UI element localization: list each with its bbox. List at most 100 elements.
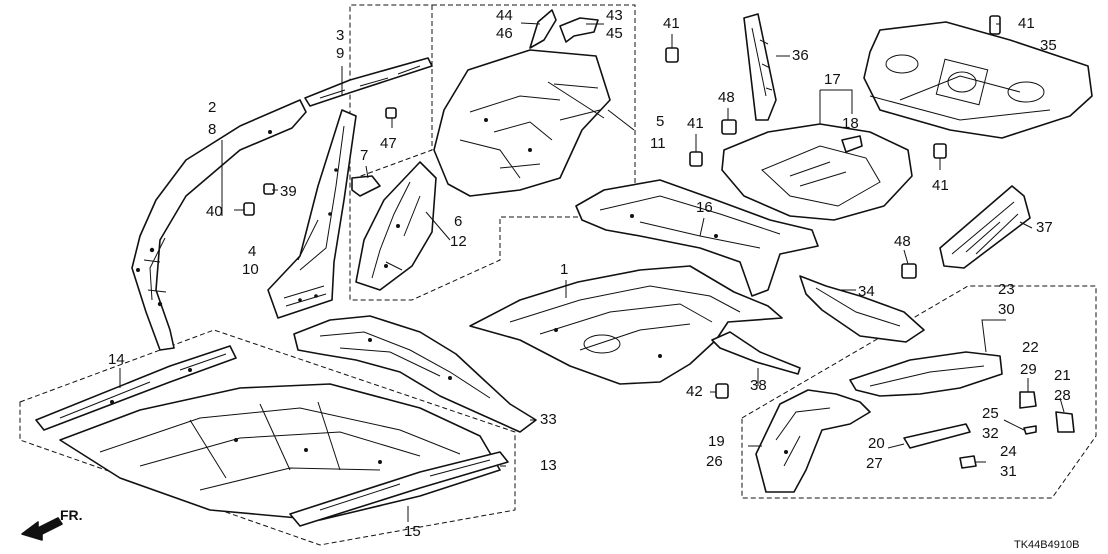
callout-31: 31 (1000, 463, 1017, 480)
callout-14: 14 (108, 351, 125, 368)
callout-41-mid: 41 (687, 115, 704, 132)
rear-shelf-part[interactable] (863, 21, 1093, 139)
leader-lines (119, 22, 1065, 522)
upper-bracket-44-part[interactable] (529, 9, 557, 49)
callout-39: 39 (280, 183, 297, 200)
tire-well-bracket-part[interactable] (841, 135, 863, 153)
callout-42: 42 (686, 383, 703, 400)
bracket-24-part[interactable] (959, 455, 977, 469)
bolt-40-fastener[interactable] (243, 202, 255, 216)
callout-48-lower: 48 (894, 233, 911, 250)
callout-7: 7 (360, 147, 368, 164)
floor-gusset-part[interactable] (711, 331, 801, 375)
callout-17: 17 (824, 71, 841, 88)
bolt-41-right-fastener[interactable] (933, 143, 947, 159)
callout-22: 22 (1022, 339, 1039, 356)
callout-19: 19 (708, 433, 725, 450)
callout-34: 34 (858, 283, 875, 300)
rear-panel-group-box-inner (349, 5, 433, 181)
diagram-code: TK44B4910B (1014, 539, 1079, 551)
callout-12: 12 (450, 233, 467, 250)
rear-floor-side-part[interactable] (799, 275, 925, 343)
rear-frame-extension-lower-part[interactable] (939, 185, 1031, 269)
callout-18: 18 (842, 115, 859, 132)
side-sill-rail-part[interactable] (35, 345, 237, 431)
callout-16: 16 (696, 199, 713, 216)
pillar-bracket-part[interactable] (351, 175, 381, 197)
callout-5: 5 (656, 113, 664, 130)
callout-37: 37 (1036, 219, 1053, 236)
upper-bracket-43-part[interactable] (559, 17, 599, 43)
bracket-29-part[interactable] (1019, 391, 1037, 409)
callout-35: 35 (1040, 37, 1057, 54)
bolt-39-fastener[interactable] (263, 183, 275, 195)
callout-29: 29 (1020, 361, 1037, 378)
front-direction-arrow: FR. (21, 507, 83, 541)
callout-24: 24 (1000, 443, 1017, 460)
callout-32: 32 (982, 425, 999, 442)
bolt-41-top-fastener[interactable] (665, 47, 679, 63)
roof-side-rail-part[interactable] (304, 57, 433, 107)
callout-2: 2 (208, 99, 216, 116)
wheelhouse-stiffener-part[interactable] (355, 161, 437, 291)
callout-26: 26 (706, 453, 723, 470)
rear-inner-panel-part[interactable] (433, 49, 611, 197)
callout-45: 45 (606, 25, 623, 42)
callout-8: 8 (208, 121, 216, 138)
bolt-41-mid-fastener[interactable] (689, 151, 703, 167)
rear-wheelhouse-inner-part[interactable] (755, 389, 871, 493)
rear-frame-group-box (741, 285, 1097, 499)
callout-9: 9 (336, 45, 344, 62)
callout-41-right-top: 41 (1018, 15, 1035, 32)
center-pillar-part[interactable] (267, 109, 357, 319)
callout-41-top: 41 (663, 15, 680, 32)
callout-3: 3 (336, 27, 344, 44)
rear-floor-pan-part[interactable] (469, 265, 783, 385)
callout-27: 27 (866, 455, 883, 472)
bolt-48-upper-fastener[interactable] (721, 119, 737, 135)
callout-13: 13 (540, 457, 557, 474)
rear-frame-extension-upper-part[interactable] (743, 13, 777, 121)
callout-40: 40 (206, 203, 223, 220)
callout-23: 23 (998, 281, 1015, 298)
callout-21: 21 (1054, 367, 1071, 384)
callout-15: 15 (404, 523, 421, 540)
bolt-47-fastener[interactable] (385, 107, 397, 119)
inner-sill-rail-part[interactable] (289, 451, 509, 527)
callout-43: 43 (606, 7, 623, 24)
callout-4: 4 (248, 243, 256, 260)
spare-tire-well-part[interactable] (721, 123, 913, 221)
bracket-21-part[interactable] (1055, 411, 1075, 433)
bracket-25-part[interactable] (1023, 425, 1037, 435)
callout-41-right: 41 (932, 177, 949, 194)
floor-cross-member-part[interactable] (293, 315, 537, 433)
callout-labels: 44 46 43 45 41 41 41 41 3 9 2 8 47 7 39 … (108, 7, 1071, 540)
callout-1: 1 (560, 261, 568, 278)
callout-6: 6 (454, 213, 462, 230)
callout-46: 46 (496, 25, 513, 42)
callout-47: 47 (380, 135, 397, 152)
callout-38: 38 (750, 377, 767, 394)
callout-20: 20 (868, 435, 885, 452)
bolt-42-fastener[interactable] (715, 383, 729, 399)
bolt-41-right-top-fastener[interactable] (989, 15, 1001, 35)
front-pillar-outer-part[interactable] (131, 99, 307, 351)
rear-frame-part[interactable] (849, 351, 1003, 397)
rear-cross-member-part[interactable] (575, 179, 819, 297)
callout-36: 36 (792, 47, 809, 64)
front-floor-pan-part[interactable] (59, 383, 501, 521)
callout-25: 25 (982, 405, 999, 422)
callout-10: 10 (242, 261, 259, 278)
frame-plate-20-part[interactable] (903, 423, 971, 449)
callout-30: 30 (998, 301, 1015, 318)
callout-48-upper: 48 (718, 89, 735, 106)
callout-11: 11 (650, 135, 666, 152)
callout-28: 28 (1054, 387, 1071, 404)
callout-33: 33 (540, 411, 557, 428)
callout-44: 44 (496, 7, 513, 24)
front-direction-label: FR. (60, 507, 83, 523)
bolt-48-lower-fastener[interactable] (901, 263, 917, 279)
rear-panel-group-box (349, 4, 636, 301)
front-floor-group-box (19, 329, 516, 546)
